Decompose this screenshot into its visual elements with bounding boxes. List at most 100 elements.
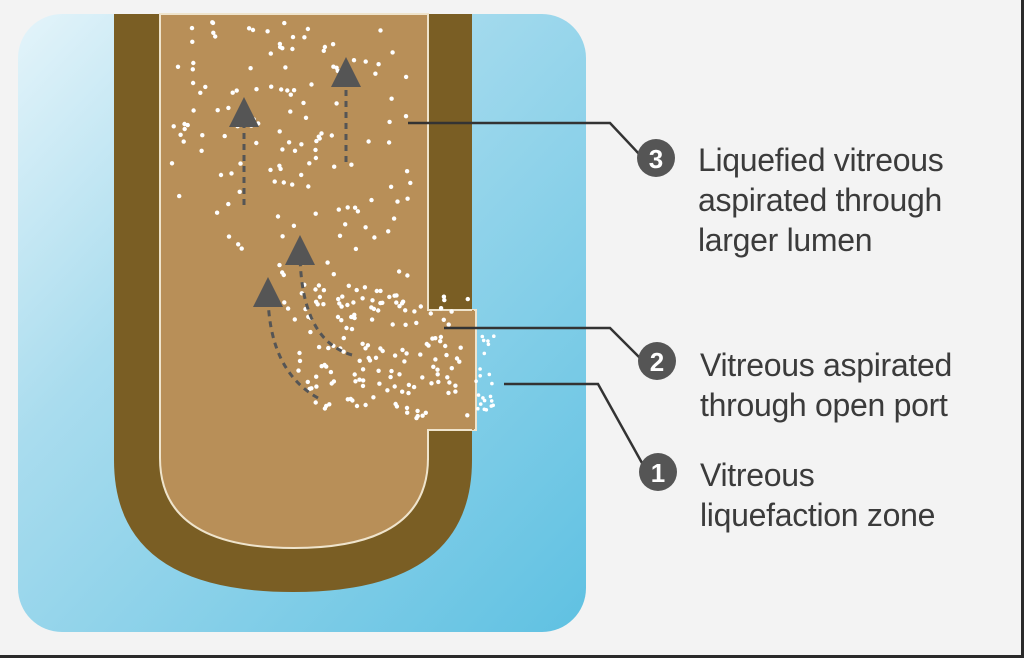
particle-dot: [336, 296, 341, 302]
particle-dot: [177, 193, 182, 199]
particle-dot: [210, 20, 216, 26]
particle-dot: [275, 214, 281, 219]
particle-dot: [211, 30, 216, 35]
particle-dot: [254, 87, 259, 92]
particle-dot: [369, 317, 375, 322]
particle-dot: [299, 172, 304, 178]
particle-dot: [337, 301, 342, 306]
particle-dot: [280, 234, 285, 239]
particle-dot: [322, 362, 327, 368]
particle-dot: [335, 314, 341, 320]
particle-dot: [436, 379, 441, 385]
particle-dot: [281, 180, 286, 185]
particle-dot: [269, 84, 274, 89]
particle-dot: [332, 164, 337, 169]
particle-dot: [412, 309, 417, 314]
particle-dot: [328, 369, 334, 375]
particle-dot: [299, 142, 304, 147]
particle-dot: [182, 121, 187, 127]
particle-dot: [190, 80, 196, 86]
particle-dot: [428, 311, 433, 316]
particle-dot: [387, 294, 392, 300]
particle-dot: [492, 334, 496, 339]
particle-dot: [322, 44, 328, 50]
particle-dot: [363, 225, 368, 230]
particle-dot: [348, 396, 353, 402]
svg-text:3: 3: [649, 144, 663, 174]
particle-dot: [453, 389, 458, 394]
particle-dot: [321, 302, 326, 307]
particle-dot: [388, 374, 393, 380]
dashed-arrow-icon: [253, 277, 319, 400]
particle-dot: [335, 68, 340, 74]
particle-dot: [286, 140, 292, 145]
particle-dot: [351, 315, 356, 320]
particle-dot: [482, 407, 487, 412]
vitreous-particles: [169, 20, 496, 421]
particle-dot: [181, 139, 186, 144]
particle-dot: [357, 358, 362, 363]
particle-dot: [316, 283, 322, 288]
particle-dot: [400, 389, 405, 394]
particle-dot: [481, 338, 486, 343]
particle-dot: [373, 71, 378, 76]
particle-dot: [454, 356, 460, 361]
particle-dot: [200, 133, 205, 138]
particle-dot: [354, 403, 360, 409]
particle-dot: [372, 235, 377, 240]
particle-dot: [317, 294, 323, 300]
particle-dot: [199, 148, 204, 153]
particle-dot: [282, 20, 287, 26]
particle-dot: [280, 270, 285, 275]
particle-dot: [280, 147, 285, 152]
particle-dot: [371, 395, 376, 400]
particle-dot: [353, 379, 358, 384]
particle-dot: [344, 325, 349, 331]
particle-dot: [397, 372, 402, 377]
particle-dot: [435, 372, 440, 377]
leader-lines: [408, 121, 644, 464]
leader-line-2: [444, 326, 641, 359]
particle-dot: [297, 358, 303, 364]
particle-dot: [268, 51, 273, 56]
particle-dot: [291, 88, 297, 93]
particle-dot: [265, 29, 270, 34]
particle-dot: [378, 300, 383, 306]
particle-dot: [395, 199, 400, 204]
particle-dot: [405, 196, 410, 201]
particle-dot: [366, 139, 371, 144]
callout-label-3: Liquefied vitreous aspirated through lar…: [698, 140, 944, 260]
particle-dot: [376, 308, 381, 313]
particle-dot: [445, 375, 450, 380]
particle-dot: [403, 114, 409, 119]
particle-dot: [283, 65, 288, 70]
particle-dot: [481, 396, 485, 400]
particle-dot: [309, 386, 314, 391]
particle-dot: [321, 48, 326, 53]
particle-dot: [366, 355, 371, 361]
particle-dot: [321, 288, 327, 293]
particle-dot: [486, 339, 490, 343]
particle-dot: [171, 124, 176, 129]
particle-dot: [431, 364, 436, 369]
particle-dot: [420, 413, 425, 418]
particle-dot: [248, 66, 253, 71]
particle-dot: [306, 184, 311, 189]
callout-2-line-2: through open port: [700, 387, 948, 423]
particle-dot: [441, 294, 447, 299]
particle-dot: [404, 351, 409, 356]
particle-dot: [360, 296, 365, 301]
callout-1-line-1: Vitreous: [700, 457, 815, 493]
particle-dot: [488, 394, 493, 399]
callout-3-line-2: aspirated through: [698, 182, 942, 218]
particle-dot: [301, 260, 306, 266]
particle-dot: [309, 82, 314, 87]
particle-dot: [476, 406, 480, 411]
particle-dot: [268, 167, 273, 173]
particle-dot: [292, 148, 298, 153]
particle-dot: [354, 287, 359, 293]
particle-dot: [331, 64, 336, 69]
particle-dot: [256, 121, 261, 126]
particle-dot: [414, 320, 419, 326]
particle-dot: [213, 34, 218, 39]
